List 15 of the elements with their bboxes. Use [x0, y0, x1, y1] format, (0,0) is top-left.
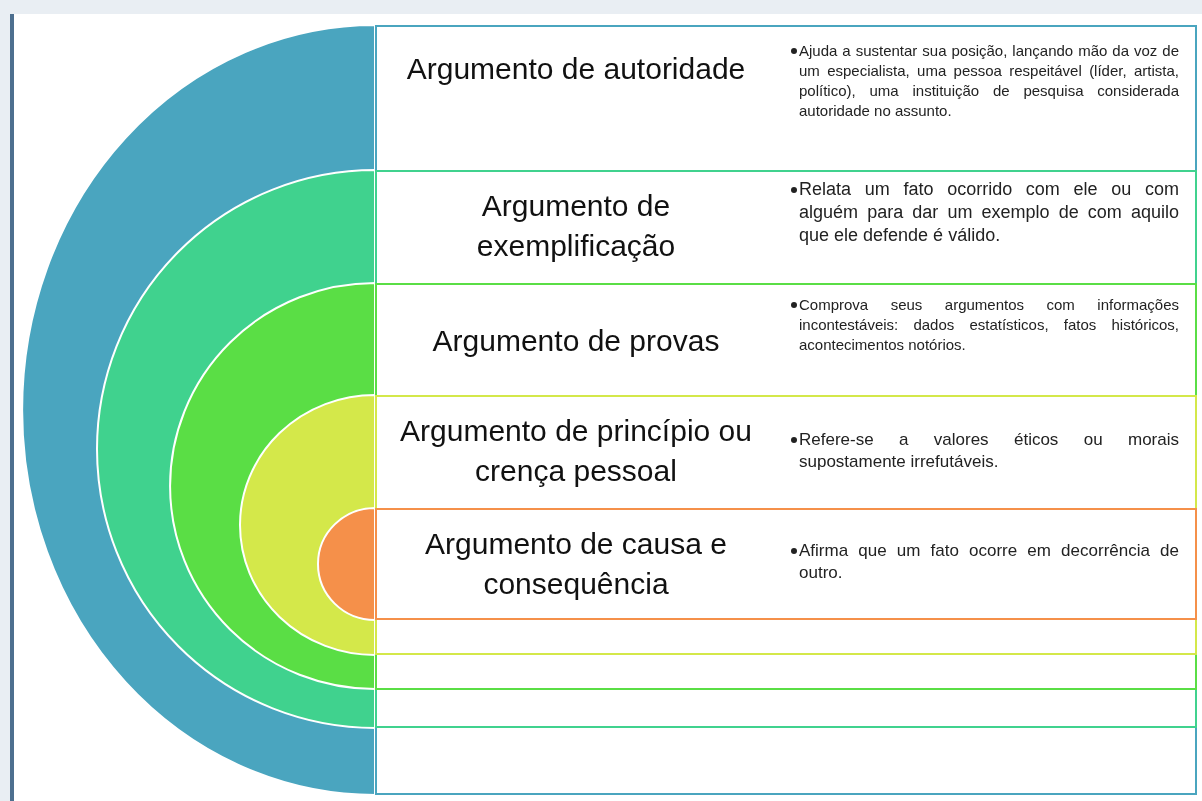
bullet-text: Ajuda a sustentar sua posição, lançando mão da voz de um especialista, uma pessoa respeitável (líder, artista, político), uma instituição de pesquisa considerada autoridade no assunto. — [799, 41, 1179, 121]
bullet-text: Comprova seus argumentos com informações incontestáveis: dados estatísticos, fatos históricos, acontecimentos notórios. — [799, 295, 1179, 355]
argument-heading: Argumento de autoridade — [405, 51, 747, 87]
bullet-text: Relata um fato ocorrido com ele ou com alguém para dar um exemplo de com aquilo que ele defende é válido. — [799, 178, 1179, 247]
category-box — [375, 25, 1197, 795]
bullet-text: Afirma que um fato ocorre em decorrência de outro. — [799, 540, 1179, 584]
category-box — [375, 508, 1197, 620]
category-box — [375, 170, 1197, 728]
category-box — [375, 283, 1197, 690]
argument-heading: Argumento de exemplificação — [475, 188, 677, 264]
category-box — [375, 395, 1197, 655]
argument-heading: Argumento de provas — [431, 323, 721, 359]
bullet-text: Refere-se a valores éticos ou morais supostamente irrefutáveis. — [799, 429, 1179, 473]
argument-heading: Argumento de princípio ou crença pessoal — [399, 413, 753, 489]
argument-heading: Argumento de causa e consequência — [424, 526, 728, 602]
